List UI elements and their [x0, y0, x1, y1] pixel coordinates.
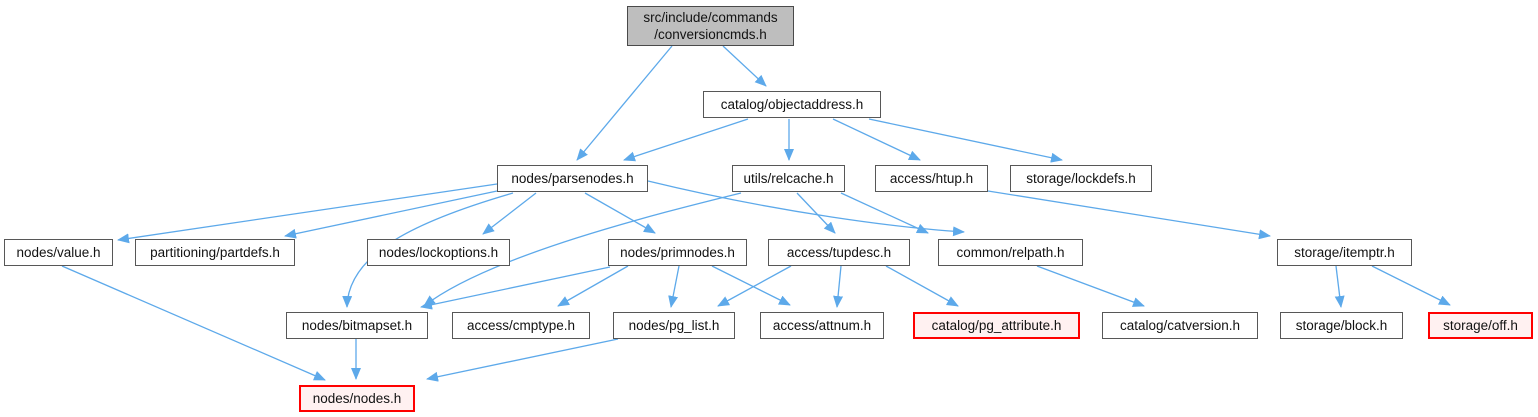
node-storage-off-h[interactable]: storage/off.h: [1428, 312, 1533, 339]
edge-itemptr-to-block: [1334, 265, 1345, 308]
root-label-line-2: /conversioncmds.h: [654, 27, 767, 42]
root-label-line-1: src/include/commands: [643, 10, 778, 25]
node-catalog-pg-attribute-h[interactable]: catalog/pg_attribute.h: [913, 312, 1080, 339]
edge-conversioncmds-to-objectaddress: [722, 45, 767, 87]
node-storage-lockdefs-h[interactable]: storage/lockdefs.h: [1010, 165, 1152, 192]
node-nodes-value-h[interactable]: nodes/value.h: [4, 239, 113, 266]
edge-parsenodes-to-lockoptions: [482, 192, 537, 235]
node-catalog-catversion-h[interactable]: catalog/catversion.h: [1102, 312, 1258, 339]
node-nodes-pg-list-h[interactable]: nodes/pg_list.h: [613, 312, 735, 339]
edge-primnodes-to-attnum: [711, 265, 791, 306]
edge-tupdesc-to-pg_list: [717, 265, 792, 307]
node-access-attnum-h[interactable]: access/attnum.h: [760, 312, 884, 339]
node-utils-relcache-h[interactable]: utils/relcache.h: [732, 165, 845, 192]
edge-relcache-to-bitmapset: [423, 192, 742, 307]
node-catalog-objectaddress-h[interactable]: catalog/objectaddress.h: [703, 91, 881, 118]
edge-parsenodes-to-relpath: [647, 180, 965, 237]
edge-conversioncmds-to-parsenodes: [576, 45, 673, 161]
node-storage-block-h[interactable]: storage/block.h: [1280, 312, 1403, 339]
edge-objectaddress-to-htup: [832, 118, 921, 161]
edge-value-to-nodes_h: [61, 265, 326, 381]
edge-objectaddress-to-parsenodes: [623, 118, 749, 162]
edge-primnodes-to-bitmapset: [420, 266, 611, 310]
edge-parsenodes-to-primnodes: [584, 192, 656, 234]
edge-primnodes-to-cmptype: [557, 265, 629, 307]
edge-htup-to-itemptr: [987, 190, 1271, 240]
node-nodes-lockoptions-h[interactable]: nodes/lockoptions.h: [367, 239, 510, 266]
edge-tupdesc-to-attnum: [833, 265, 844, 308]
node-access-cmptype-h[interactable]: access/cmptype.h: [452, 312, 590, 339]
node-access-tupdesc-h[interactable]: access/tupdesc.h: [768, 239, 910, 266]
node-common-relpath-h[interactable]: common/relpath.h: [938, 239, 1083, 266]
edge-parsenodes-to-value: [117, 183, 498, 244]
edge-relcache-to-tupdesc: [796, 192, 836, 234]
node-nodes-nodes-h[interactable]: nodes/nodes.h: [299, 385, 415, 412]
edge-parsenodes-to-partdefs: [284, 190, 498, 239]
node-nodes-primnodes-h[interactable]: nodes/primnodes.h: [608, 239, 747, 266]
node-access-htup-h[interactable]: access/htup.h: [875, 165, 988, 192]
edge-primnodes-to-pg_list: [668, 265, 680, 308]
node-nodes-bitmapset-h[interactable]: nodes/bitmapset.h: [286, 312, 428, 339]
edge-objectaddress-to-lockdefs: [868, 118, 1063, 163]
node-nodes-parsenodes-h[interactable]: nodes/parsenodes.h: [497, 165, 648, 192]
edge-relcache-to-relpath: [840, 192, 929, 234]
node-src-include-commands-conversioncmds-h: src/include/commands /conversioncmds.h: [627, 6, 794, 46]
node-storage-itemptr-h[interactable]: storage/itemptr.h: [1277, 239, 1412, 266]
edge-relpath-to-catversion: [1036, 265, 1145, 307]
node-partitioning-partdefs-h[interactable]: partitioning/partdefs.h: [135, 239, 295, 266]
edge-itemptr-to-off: [1371, 265, 1451, 306]
edge-tupdesc-to-pg_attribute: [885, 265, 959, 307]
edge-pg_list-to-nodes_h: [426, 338, 619, 382]
